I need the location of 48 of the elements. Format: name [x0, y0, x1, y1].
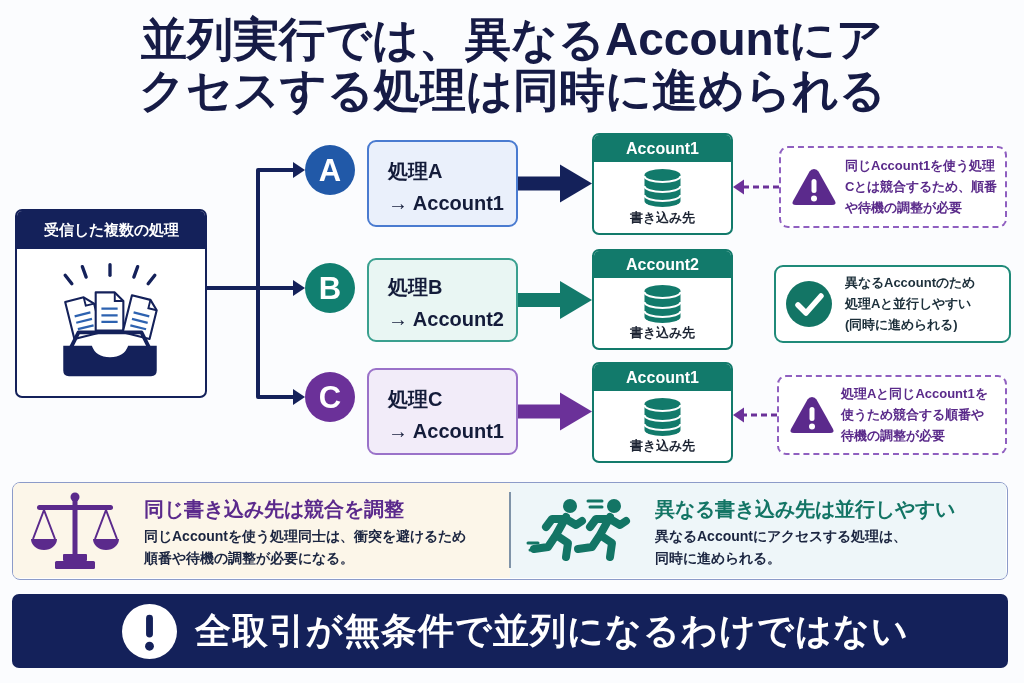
step-letter: B — [318, 272, 342, 304]
process-name: 処理B — [388, 275, 443, 300]
dashed-arrow — [733, 179, 779, 195]
step-circle — [305, 372, 355, 422]
process-box — [367, 258, 518, 342]
banner-text: 全取引が無条件で並列になるわけではない — [195, 609, 909, 653]
target-account: → Account1 — [388, 419, 504, 444]
account-label: Account1 — [594, 364, 731, 391]
input-panel — [15, 209, 207, 398]
account-label: Account1 — [594, 135, 731, 162]
summary-section — [13, 483, 510, 578]
step-letter: C — [318, 381, 342, 413]
target-account: → Account2 — [388, 307, 504, 332]
arrow — [207, 286, 305, 405]
dashed-arrow — [733, 407, 777, 423]
process-name: 処理A — [388, 159, 443, 184]
thick-arrow — [518, 164, 592, 203]
note-text: 同じAccount1を使う処理Cとは競合するため、順番や待機の調整が必要 — [845, 156, 999, 217]
storage-label: 書き込み先 — [630, 210, 695, 227]
warning-note — [779, 146, 1007, 228]
storage-label: 書き込み先 — [630, 438, 695, 455]
panel-title: 受信した複数の処理 — [17, 211, 205, 249]
note-text: 処理Aと同じAccount1を使うため競合する順番や待機の調整が必要 — [841, 384, 989, 445]
step-letter: A — [318, 154, 342, 186]
section-text: 同じAccountを使う処理同士は、衝突を避けるため順番や待機の調整が必要になる。 — [144, 527, 467, 568]
title: 並列実行では、異なるAccountにアクセスする処理は同時に進められる — [137, 14, 887, 116]
info-note — [774, 265, 1011, 343]
thick-arrow — [518, 392, 592, 431]
step-circle — [305, 263, 355, 313]
summary-section — [510, 483, 1006, 578]
note-text: 異なるAccountのため処理Aと並行しやすい(同時に進められる) — [845, 273, 976, 334]
section-text: 異なるAccountにアクセスする処理は、同時に進められる。 — [655, 527, 908, 568]
account-box — [592, 249, 733, 350]
section-heading: 異なる書き込み先は並行しやすい — [655, 497, 955, 522]
process-box — [367, 368, 518, 455]
alert-banner — [12, 594, 1008, 668]
process-name: 処理C — [388, 387, 443, 412]
section-heading: 同じ書き込み先は競合を調整 — [144, 497, 404, 522]
account-box — [592, 362, 733, 463]
summary-panel — [12, 482, 1008, 580]
account-box — [592, 133, 733, 235]
process-box — [367, 140, 518, 227]
target-account: → Account1 — [388, 191, 504, 216]
step-circle — [305, 145, 355, 195]
storage-label: 書き込み先 — [630, 325, 695, 342]
thick-arrow — [518, 281, 592, 319]
account-label: Account2 — [594, 251, 731, 278]
warning-note — [777, 375, 1007, 455]
